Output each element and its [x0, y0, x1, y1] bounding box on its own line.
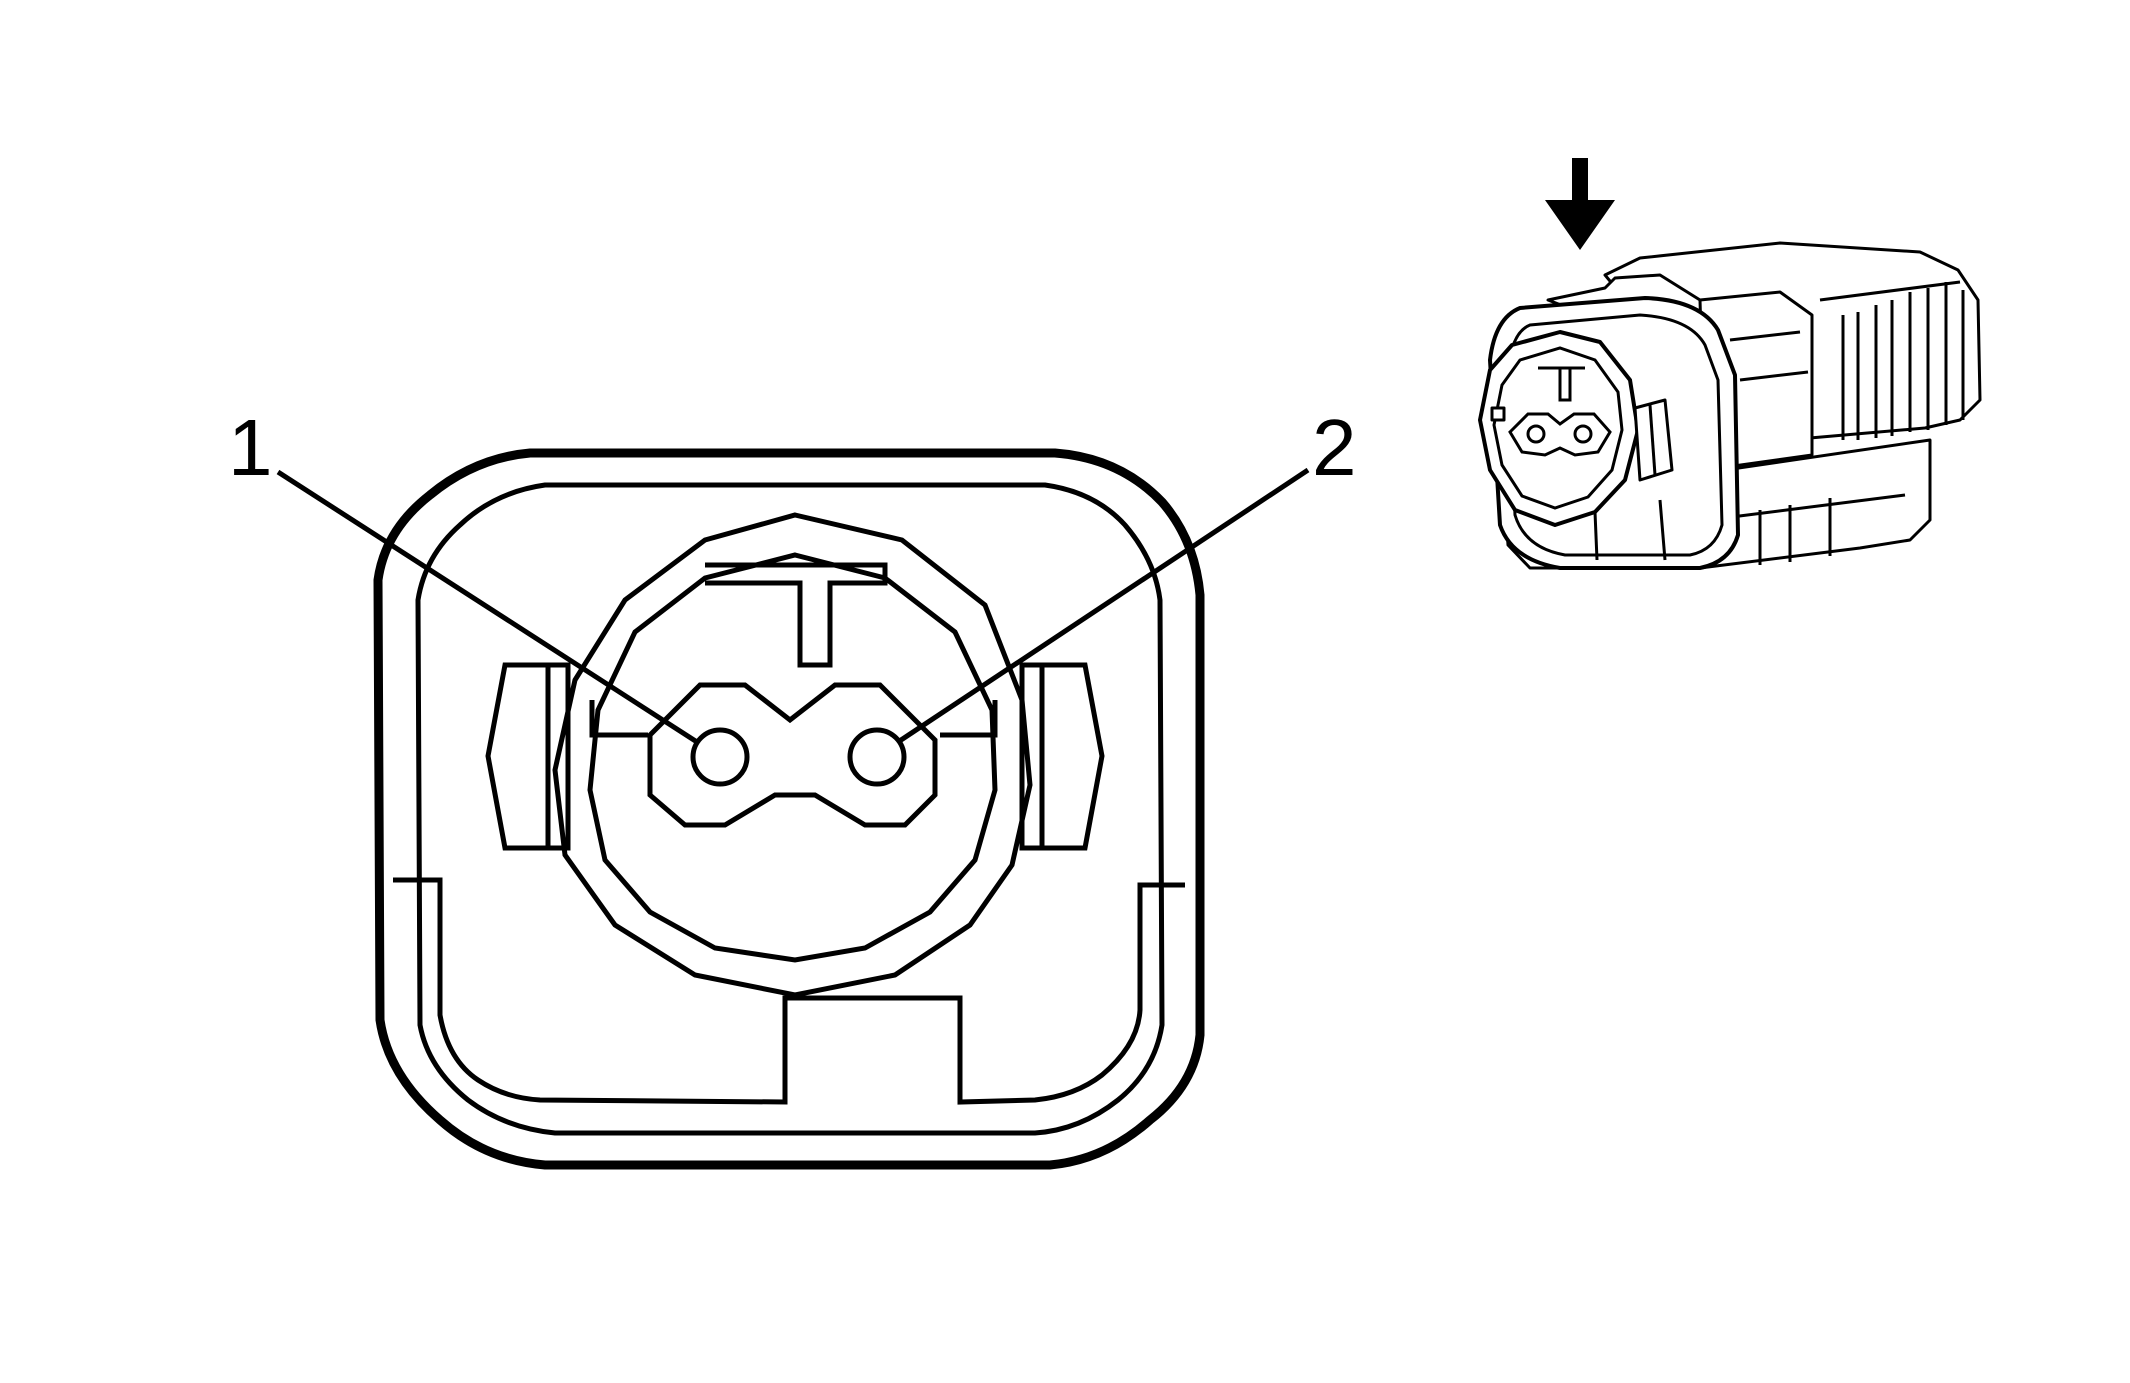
connector-face-pin-1 — [1526, 424, 1546, 444]
pin-2 — [847, 727, 907, 787]
housing-inner-outline — [415, 482, 1165, 1136]
connector-face-pin-2 — [1573, 424, 1593, 444]
connector-small-notch — [1490, 406, 1506, 422]
connector-3d-view — [1478, 158, 1982, 570]
left-latch — [485, 662, 551, 851]
right-latch-edge — [1019, 662, 1042, 851]
housing-outer-outline — [373, 448, 1205, 1170]
housing-lower-channel — [393, 877, 1185, 1105]
connector-face-cavity — [1508, 412, 1612, 457]
socket-frame-right — [940, 700, 998, 738]
right-latch — [1039, 662, 1105, 851]
connector-face-view — [373, 448, 1205, 1170]
left-latch-edge — [548, 662, 571, 851]
connector-ribs — [1819, 280, 1965, 440]
keying-rib — [705, 562, 888, 668]
callout-2-label: 2 — [1312, 403, 1357, 492]
socket-shroud-outer — [552, 512, 1033, 998]
callouts: 1 2 — [228, 403, 1357, 745]
pin-cavity — [647, 682, 938, 828]
callout-1-label: 1 — [228, 403, 273, 492]
socket-frame-left — [589, 700, 648, 738]
connector-face-key — [1538, 366, 1585, 402]
callout-2-leader — [896, 467, 1310, 745]
callout-1-leader — [276, 469, 699, 745]
arrow-down-icon — [1545, 158, 1615, 250]
pin-1 — [690, 727, 750, 787]
connector-face-inner — [1492, 346, 1624, 510]
